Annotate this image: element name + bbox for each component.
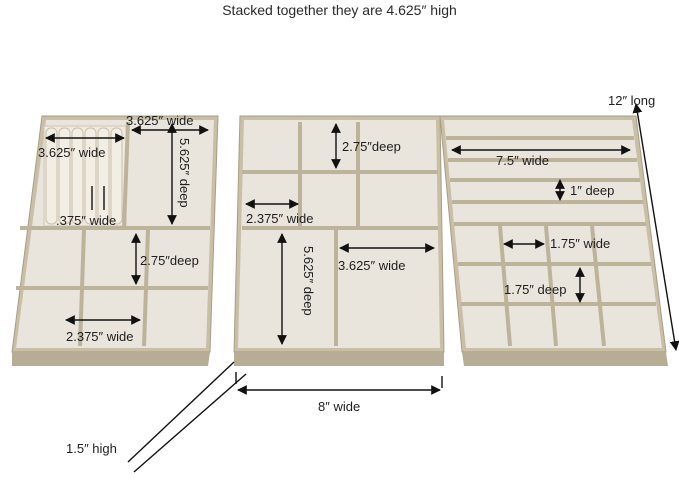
dimension-arrows (45, 103, 679, 473)
center-tray-large-wide-label: 3.625″ wide (338, 258, 406, 273)
ring-tray-slot-wide-label: .375″ wide (56, 213, 117, 228)
ring-tray-top-wide-label: 3.625″ wide (126, 113, 194, 128)
height-label: 1.5″ high (66, 441, 117, 456)
ring-rolls (45, 127, 123, 225)
right-tray-grid-deep-label: 1.75″ deep (504, 282, 567, 297)
ring-tray-mid-deep-label: 2.75″deep (140, 253, 199, 268)
ring-tray-bottom-wide-label: 2.375″ wide (66, 329, 134, 344)
right-tray-long-wide-label: 7.5″ wide (496, 153, 550, 168)
right-tray-one-deep-label: 1″ deep (570, 183, 615, 198)
ring-tray (11, 115, 219, 366)
ring-tray-ring-wide-label: 3.625″ wide (38, 145, 106, 160)
center-tray-deep-label: 5.625″ deep (301, 246, 316, 316)
center-tray-small-wide-label: 2.375″ wide (246, 211, 314, 226)
center-tray (233, 115, 445, 366)
width-label: 8″ wide (318, 399, 361, 414)
right-tray-grid-wide-label: 1.75″ wide (550, 236, 611, 251)
length-label: 12″ long (608, 93, 656, 108)
headline: Stacked together they are 4.625″ high (222, 2, 457, 18)
right-tray (439, 115, 668, 366)
ring-tray-deep-label: 5.625″ deep (177, 138, 192, 208)
center-tray-top-deep-label: 2.75″deep (342, 139, 401, 154)
